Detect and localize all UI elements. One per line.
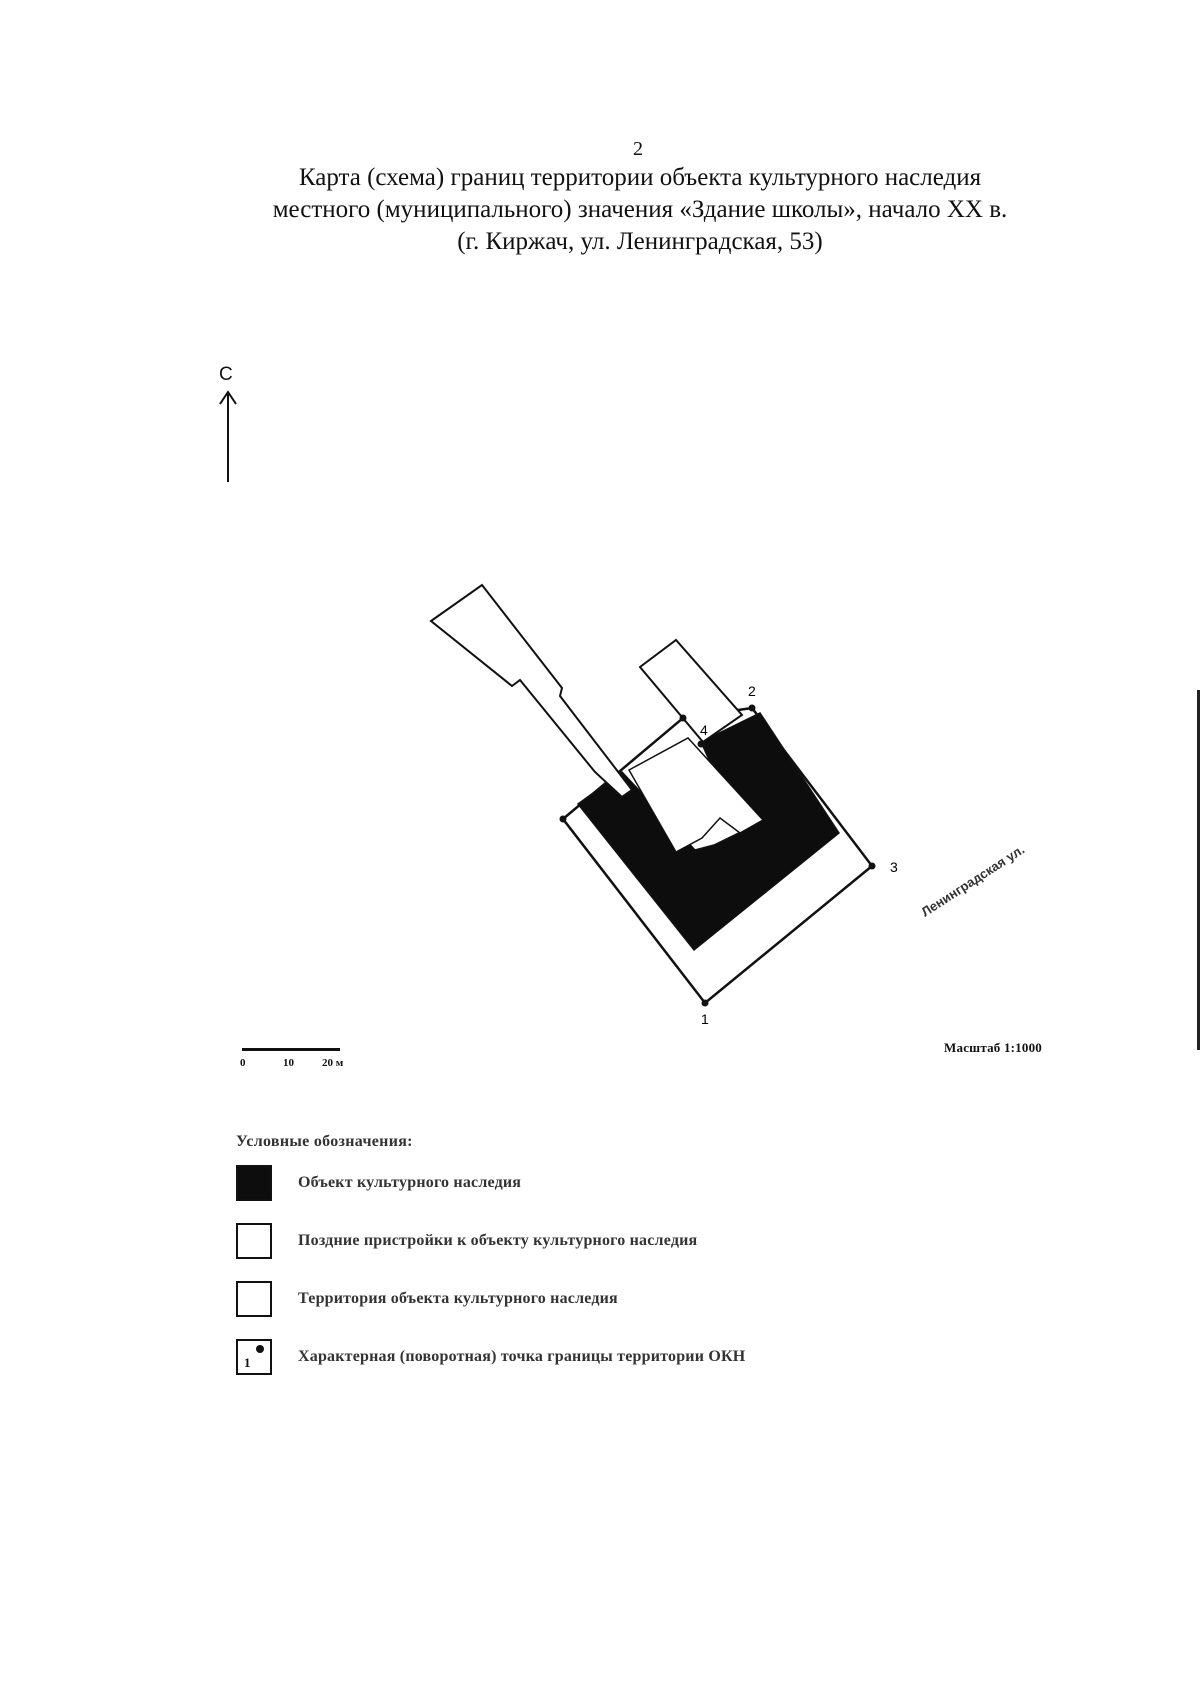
title-line-2: местного (муниципального) значения «Здан… xyxy=(272,196,1008,223)
legend-label: Поздние пристройки к объекту культурного… xyxy=(298,1232,698,1249)
scale-tick-10: 10 xyxy=(283,1057,294,1069)
boundary-point xyxy=(748,704,756,712)
scale-bar-line xyxy=(242,1048,340,1051)
boundary-point xyxy=(559,815,567,823)
boundary-point xyxy=(868,862,876,870)
boundary-point xyxy=(697,740,705,748)
scale-text: Масштаб 1:1000 xyxy=(944,1040,1042,1055)
scan-edge-line xyxy=(1197,690,1200,1050)
title-line-1: Карта (схема) границ территории объекта … xyxy=(298,164,982,191)
street-label: Ленинградская ул. xyxy=(918,842,1027,920)
scale-bar: 0 10 20 м xyxy=(236,1043,376,1073)
north-label: С xyxy=(219,364,233,385)
legend-label: Территория объекта культурного наследия xyxy=(298,1290,618,1307)
point-label: 3 xyxy=(890,859,898,875)
legend-item-heritage: Объект культурного наследия xyxy=(236,1165,936,1223)
legend-item-territory: Территория объекта культурного наследия xyxy=(236,1281,936,1339)
later-annex-long xyxy=(429,583,634,799)
boundary-point xyxy=(679,714,687,722)
point-label: 4 xyxy=(700,722,708,738)
legend-swatch-white xyxy=(236,1223,272,1259)
legend-title: Условные обозначения: xyxy=(236,1133,413,1150)
heritage-inner-court xyxy=(627,737,765,854)
legend: Условные обозначения: Объект культурного… xyxy=(236,1133,936,1397)
legend-item-annex: Поздние пристройки к объекту культурного… xyxy=(236,1223,936,1281)
legend-swatch-point: 1 xyxy=(236,1339,272,1375)
point-label: 2 xyxy=(748,683,756,699)
point-label: 1 xyxy=(701,1011,709,1027)
legend-label: Объект культурного наследия xyxy=(298,1174,522,1191)
legend-swatch-outline xyxy=(236,1281,272,1317)
point-dot-icon xyxy=(256,1345,264,1353)
title-line-3: (г. Киржач, ул. Ленинградская, 53) xyxy=(457,228,823,255)
scale-tick-20: 20 м xyxy=(322,1057,344,1069)
swatch-number: 1 xyxy=(244,1355,251,1370)
territory-boundary xyxy=(561,706,874,1005)
legend-label: Характерная (поворотная) точка границы т… xyxy=(298,1348,746,1365)
page-title: Карта (схема) границ территории объекта … xyxy=(150,162,1130,258)
legend-swatch-black xyxy=(236,1165,272,1201)
boundary-point xyxy=(701,999,709,1007)
page-number: 2 xyxy=(633,138,643,160)
legend-item-point: 1 Характерная (поворотная) точка границы… xyxy=(236,1339,936,1397)
later-annex-short xyxy=(638,638,744,744)
north-arrow-icon xyxy=(219,390,237,482)
scale-tick-0: 0 xyxy=(240,1057,246,1069)
